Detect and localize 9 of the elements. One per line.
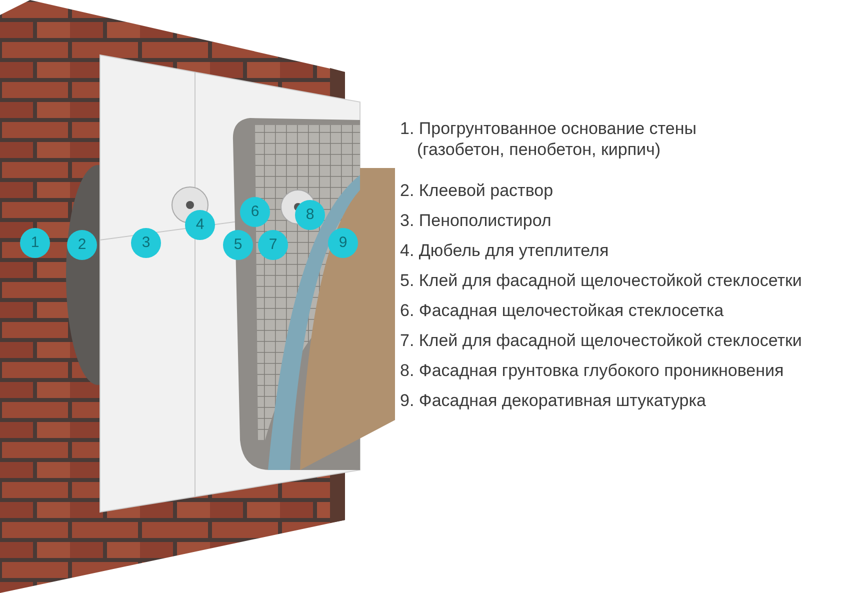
legend-item: 7. Клей для фасадной щелочестойкой стеклосетки <box>400 330 802 351</box>
legend-item: 4. Дюбель для утеплителя <box>400 240 609 261</box>
legend-item: 3. Пенополистирол <box>400 210 552 231</box>
legend-item: 6. Фасадная щелочестойкая стеклосетка <box>400 300 724 321</box>
legend-item: 9. Фасадная декоративная штукатурка <box>400 390 706 411</box>
legend-item: 1. Прогрунтованное основание стены (газобетон, пенобетон, кирпич) <box>400 118 698 160</box>
legend-item: 5. Клей для фасадной щелочестойкой стеклосетки <box>400 270 802 291</box>
legend-item: 2. Клеевой раствор <box>400 180 554 201</box>
legend-item: 8. Фасадная грунтовка глубокого проникновения <box>400 360 784 381</box>
